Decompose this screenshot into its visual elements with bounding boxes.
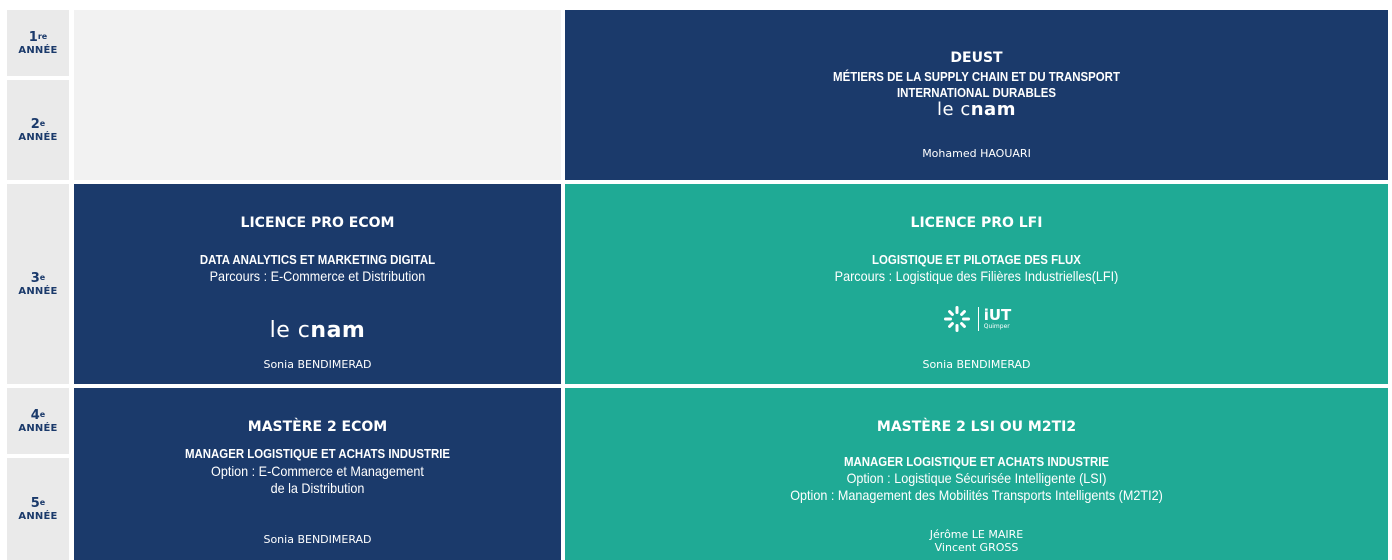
year-1-number: 1	[28, 29, 38, 45]
deust-title: DEUST	[950, 50, 1003, 66]
year-3-text: ANNÉE	[18, 285, 58, 297]
mastere-lsi-person-2: Vincent GROSS	[934, 541, 1019, 554]
year-5-suffix: e	[39, 497, 46, 507]
mastere-lsi-title: MASTÈRE 2 LSI OU M2TI2	[876, 419, 1077, 435]
year-5-text: ANNÉE	[18, 510, 58, 522]
licence-lfi-title: LICENCE PRO LFI	[910, 215, 1043, 231]
year-1-label: 1re ANNÉE	[7, 10, 69, 76]
mastere-ecom-title: MASTÈRE 2 ECOM	[247, 419, 388, 435]
year-2-text: ANNÉE	[18, 131, 58, 143]
iut-quimper-logo: iUT Quimper	[565, 304, 1388, 334]
year-3-number: 3	[30, 270, 40, 286]
licence-ecom-subtitle: DATA ANALYTICS ET MARKETING DIGITAL	[199, 252, 436, 267]
mastere-lsi-subtitle: MANAGER LOGISTIQUE ET ACHATS INDUSTRIE	[843, 454, 1110, 469]
le-cnam-logo: le cnam	[74, 318, 561, 344]
mastere-lsi-person-1: Jérôme LE MAIRE	[929, 528, 1024, 541]
licence-lfi-parcours: Parcours : Logistique des Filières Indus…	[834, 268, 1119, 284]
le-cnam-logo-part1: le c	[937, 99, 971, 120]
deust-subtitle-line-1: MÉTIERS DE LA SUPPLY CHAIN ET DU TRANSPO…	[833, 69, 1120, 84]
year-5-number: 5	[30, 495, 40, 511]
mastere-lsi-option-lsi: Option : Logistique Sécurisée Intelligen…	[846, 470, 1107, 486]
iut-burst-icon	[943, 306, 970, 332]
year-3-suffix: e	[39, 272, 46, 282]
le-cnam-logo: le cnam	[565, 100, 1388, 120]
deust-person: Mohamed HAOUARI	[922, 147, 1031, 160]
le-cnam-logo-part1: le c	[269, 318, 311, 343]
mastere-lsi-card: MASTÈRE 2 LSI OU M2TI2 MANAGER LOGISTIQU…	[565, 388, 1388, 560]
deust-subtitle-line-2: INTERNATIONAL DURABLES	[896, 85, 1057, 100]
year-1-text: ANNÉE	[18, 44, 58, 56]
mastere-ecom-subtitle: MANAGER LOGISTIQUE ET ACHATS INDUSTRIE	[184, 446, 451, 461]
year-2-suffix: e	[39, 118, 46, 128]
year-1-suffix: re	[37, 31, 48, 41]
mastere-ecom-option-line-1: Option : E-Commerce et Management	[211, 463, 424, 479]
licence-ecom-title: LICENCE PRO ECOM	[240, 215, 395, 231]
year-4-number: 4	[30, 407, 40, 423]
year-5-label: 5e ANNÉE	[7, 458, 69, 560]
licence-lfi-card: LICENCE PRO LFI LOGISTIQUE ET PILOTAGE D…	[565, 184, 1388, 384]
year-2-label: 2e ANNÉE	[7, 80, 69, 180]
mastere-ecom-card: MASTÈRE 2 ECOM MANAGER LOGISTIQUE ET ACH…	[74, 388, 561, 560]
year-4-label: 4e ANNÉE	[7, 388, 69, 454]
licence-ecom-parcours: Parcours : E-Commerce et Distribution	[209, 268, 426, 284]
le-cnam-logo-part2: nam	[970, 99, 1016, 120]
year-2-number: 2	[30, 116, 40, 132]
mastere-ecom-person: Sonia BENDIMERAD	[263, 533, 372, 546]
empty-block	[74, 10, 561, 180]
deust-card: DEUST MÉTIERS DE LA SUPPLY CHAIN ET DU T…	[565, 10, 1388, 180]
iut-logo-subtext: Quimper	[983, 322, 1010, 330]
year-4-text: ANNÉE	[18, 422, 58, 434]
licence-ecom-card: LICENCE PRO ECOM DATA ANALYTICS ET MARKE…	[74, 184, 561, 384]
year-4-suffix: e	[39, 409, 46, 419]
licence-lfi-subtitle: LOGISTIQUE ET PILOTAGE DES FLUX	[872, 252, 1081, 267]
logo-divider	[977, 307, 979, 331]
iut-logo-text: iUT	[983, 305, 1012, 324]
licence-lfi-person: Sonia BENDIMERAD	[922, 358, 1031, 371]
mastere-lsi-option-m2ti2: Option : Management des Mobilités Transp…	[790, 487, 1163, 503]
year-3-label: 3e ANNÉE	[7, 184, 69, 384]
le-cnam-logo-part2: nam	[310, 318, 366, 343]
mastere-ecom-option-line-2: de la Distribution	[270, 480, 365, 496]
licence-ecom-person: Sonia BENDIMERAD	[263, 358, 372, 371]
